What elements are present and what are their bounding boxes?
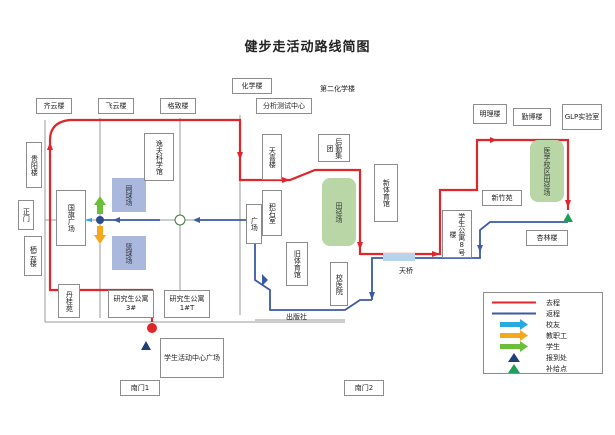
building-qiyun: 齐云楼 — [36, 98, 72, 114]
building-xiyun: 栖云楼 — [24, 236, 42, 276]
start-point — [147, 323, 157, 333]
building-tianxi: 天喜楼 — [262, 134, 282, 180]
building-xinglin: 杏林楼 — [526, 230, 568, 246]
court-basketball: 篮球场 — [112, 236, 146, 270]
building-houmu: 后勤集团 — [318, 134, 350, 162]
alumni-arrow — [84, 218, 92, 222]
field-tianjing: 田径场 — [322, 178, 356, 246]
building-yjs-b: 研究生公寓1#T — [164, 290, 210, 318]
building-xinti: 新体育馆 — [374, 164, 398, 222]
building-fenxi: 分析测试中心 — [256, 98, 312, 114]
junction-node — [96, 216, 104, 224]
outbound-arrows — [47, 137, 571, 257]
building-zhengmen: 正门 — [18, 200, 34, 230]
building-feiyun: 飞云楼 — [98, 98, 134, 114]
building-yifu: 逸夫科学馆 — [144, 133, 174, 181]
gate-nanmen2: 南门2 — [344, 380, 384, 396]
court-tennis: 网球场 — [112, 178, 146, 212]
building-mingli: 明理楼 — [473, 104, 507, 124]
legend-green-triangle — [508, 364, 520, 373]
overpass — [383, 253, 415, 261]
building-xuesheng-gy: 学生公寓8号楼 — [442, 210, 472, 258]
building-yjs-a: 研究生公寓3# — [108, 290, 154, 318]
legend-green-arrow — [500, 341, 528, 352]
building-chubanshe: 出版社 — [286, 313, 307, 321]
plaza-xshd: 学生活动中心广场 — [160, 338, 224, 378]
field-yixue: 医学校区田径场 — [530, 140, 564, 202]
plaza-guoqi: 国旗广场 — [56, 190, 86, 246]
building-guifu: 贵阳楼 — [26, 142, 42, 188]
building-xiaoyi: 校医院 — [330, 262, 348, 306]
legend-blue-line — [492, 312, 536, 315]
map-title: 健步走活动路线简图 — [244, 40, 371, 55]
legend-row-alumni: 校友 — [484, 319, 604, 330]
legend-row-staff: 教职工 — [484, 330, 604, 341]
building-jishi: 积石室 — [262, 190, 282, 236]
supply-icon — [563, 213, 573, 222]
building-glp: GLP实验室 — [562, 104, 602, 130]
building-maobo: 勤博楼 — [513, 108, 551, 126]
gate-nanmen1: 南门1 — [120, 380, 160, 396]
legend-row-registration: 报到处 — [484, 352, 604, 363]
registration-icon — [141, 341, 151, 350]
legend: 去程 返程 校友 教职工 学生 报到处 补给点 — [483, 292, 603, 374]
building-dier-huaxue: 第二化学楼 — [320, 85, 355, 93]
legend-row-supply: 补给点 — [484, 363, 604, 374]
legend-row-student: 学生 — [484, 341, 604, 352]
building-jiuti: 旧体育馆 — [286, 242, 308, 286]
legend-row-return: 返程 — [484, 308, 604, 319]
building-guangchang: 广场 — [246, 204, 262, 244]
legend-orange-arrow — [500, 330, 528, 341]
label-tianqiao: 天桥 — [399, 267, 413, 275]
building-gezhi: 格致楼 — [160, 98, 196, 114]
building-danzhu: 丹桂苑 — [58, 284, 80, 318]
staff-arrow-shaft — [97, 226, 103, 236]
legend-row-outbound: 去程 — [484, 297, 604, 308]
return-arrows — [113, 217, 483, 300]
building-huaxue: 化学楼 — [232, 78, 272, 94]
circle-node — [174, 214, 186, 226]
legend-red-line — [492, 301, 536, 304]
legend-cyan-arrow — [500, 319, 528, 330]
legend-navy-triangle — [508, 353, 520, 362]
building-xinzhu: 新竹苑 — [482, 190, 522, 206]
student-arrow-shaft — [97, 204, 103, 214]
